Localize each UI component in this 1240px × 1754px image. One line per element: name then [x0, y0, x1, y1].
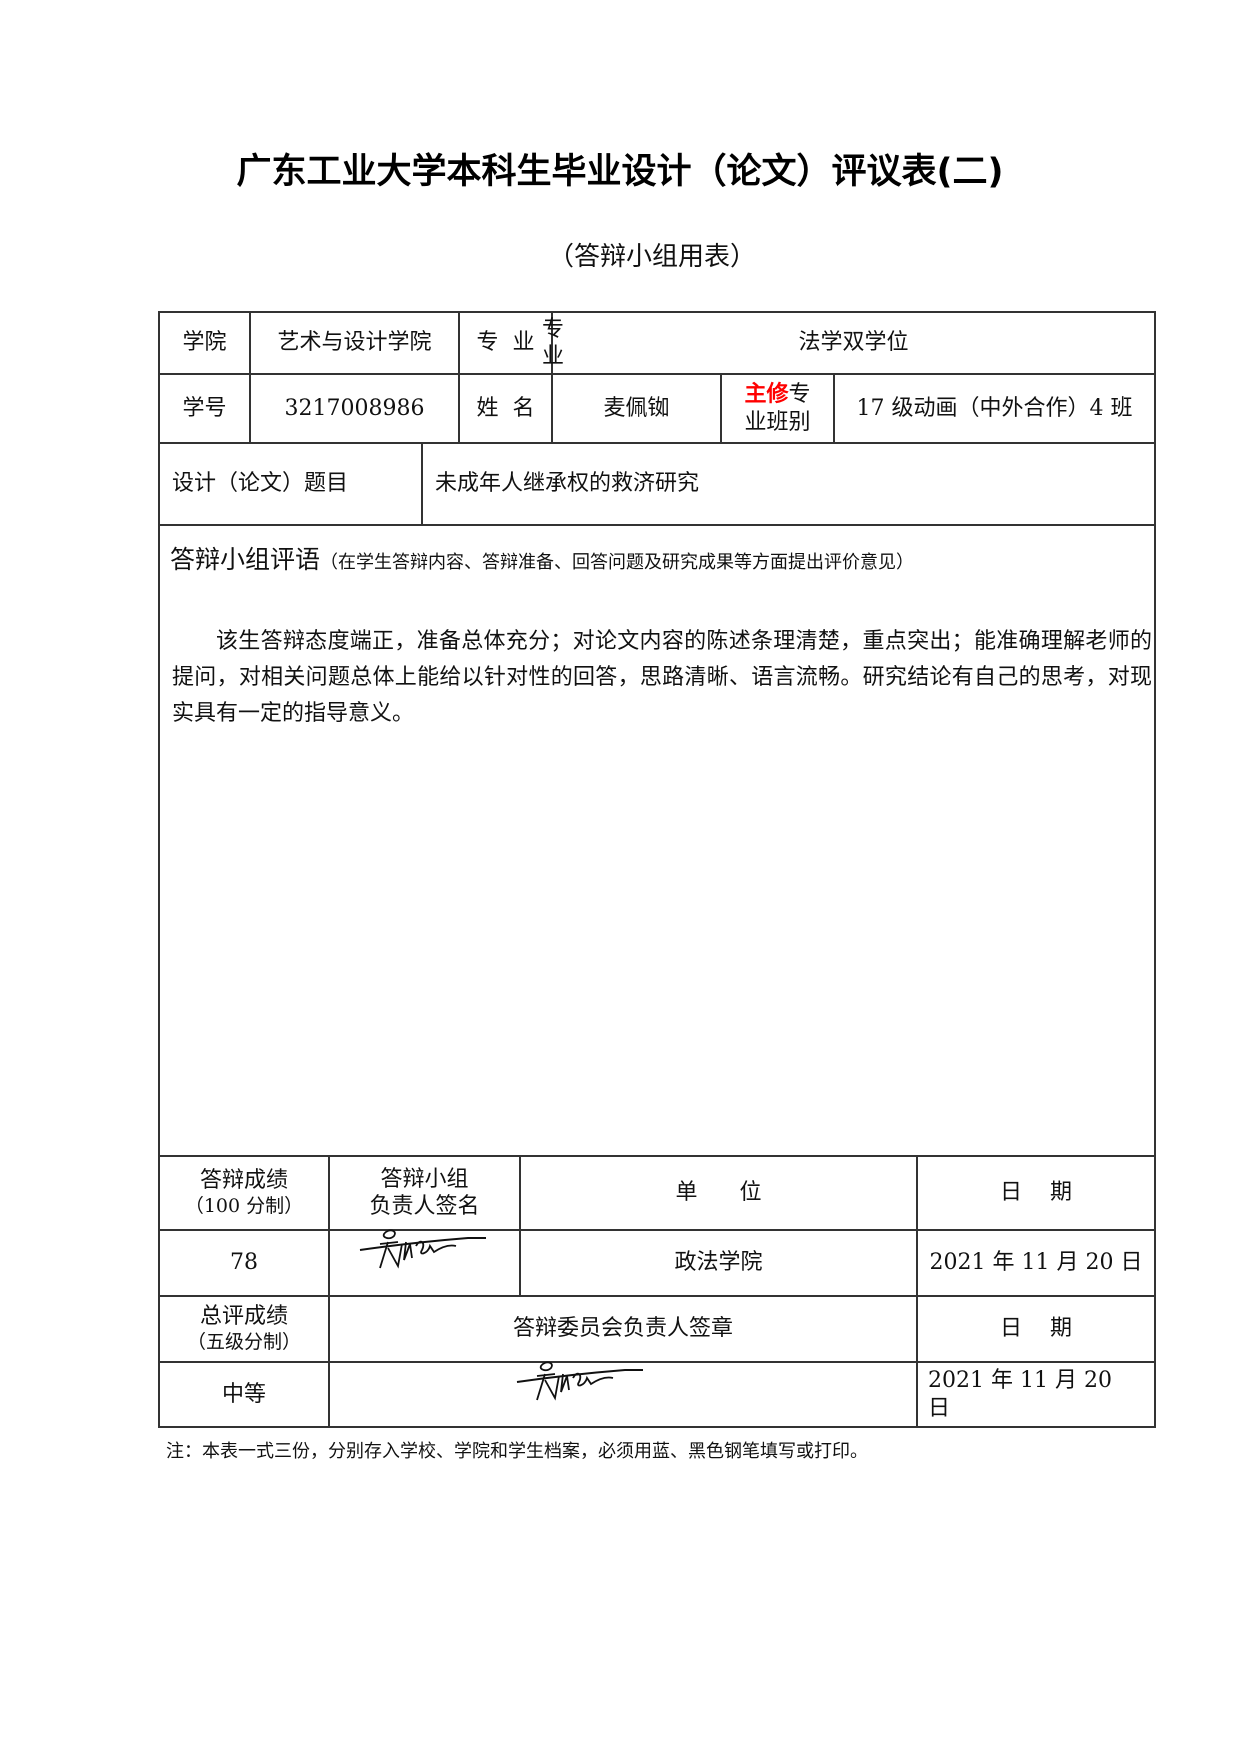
signer-label-line2: 负责人签名: [369, 1194, 480, 1219]
college-label: 学院: [182, 330, 227, 356]
class-label-rest: 专: [788, 382, 811, 407]
divider: [158, 442, 1156, 444]
date-label: 日 期: [1000, 1180, 1072, 1206]
class-label-line1: 主修专: [744, 381, 810, 409]
table-border-right: [1154, 311, 1156, 1428]
divider: [458, 311, 460, 444]
divider: [158, 1361, 1156, 1363]
divider: [158, 1155, 1156, 1157]
divider: [158, 524, 1156, 526]
divider: [158, 373, 1156, 375]
name-label: 姓 名: [476, 395, 535, 421]
committee-signature-icon: [515, 1360, 655, 1410]
signature-icon: [358, 1228, 498, 1278]
divider: [421, 442, 423, 526]
college-value: 艺术与设计学院: [277, 330, 432, 356]
signature-drawing: [359, 1229, 486, 1269]
divider: [328, 1155, 330, 1428]
divider: [916, 1155, 918, 1428]
defense-score-label-line1: 答辩成绩: [199, 1168, 288, 1194]
overall-date-value-line2: 日: [928, 1395, 951, 1421]
divider: [551, 311, 553, 444]
topic-value: 未成年人继承权的救济研究: [435, 471, 700, 497]
unit-value: 政法学院: [674, 1250, 763, 1276]
defense-score-label-line2: （100 分制）: [184, 1194, 304, 1217]
divider: [249, 311, 251, 444]
comments-hint: （在学生答辩内容、答辩准备、回答问题及研究成果等方面提出评价意见）: [320, 552, 915, 573]
overall-score-label-line1: 总评成绩: [199, 1304, 288, 1330]
overall-score-label: 总评成绩 （五级分制）: [160, 1297, 328, 1361]
topic-label: 设计（论文）题目: [172, 471, 349, 497]
major-highlight: 主修: [744, 382, 789, 407]
comments-title: 答辩小组评语: [170, 545, 321, 574]
date-value: 2021 年 11 月 20 日: [929, 1250, 1143, 1276]
class-label: 主修专 业班别: [722, 375, 833, 442]
comments-heading: 答辩小组评语（在学生答辩内容、答辩准备、回答问题及研究成果等方面提出评价意见）: [170, 540, 914, 576]
signer-label-line1: 答辩小组: [380, 1166, 469, 1192]
overall-grade-value: 中等: [221, 1381, 266, 1407]
overall-date-value: 2021 年 11 月 20 日: [918, 1363, 1154, 1426]
page-title: 广东工业大学本科生毕业设计（论文）评议表(二): [236, 152, 1004, 192]
page-subtitle: （答辩小组用表）: [548, 242, 757, 272]
table-border-left: [158, 311, 160, 1428]
overall-date-value-line1: 2021 年 11 月 20: [928, 1368, 1112, 1393]
unit-label: 单 位: [675, 1180, 762, 1206]
defense-score-value: 78: [230, 1250, 258, 1276]
divider: [158, 1295, 1156, 1297]
overall-score-label-line2: （五级分制）: [186, 1330, 301, 1353]
class-label-line2: 业班别: [744, 409, 811, 435]
defense-score-label: 答辩成绩 （100 分制）: [160, 1157, 328, 1229]
name-value: 麦佩铷: [603, 395, 670, 421]
footer-note: 注：本表一式三份，分别存入学校、学院和学生档案，必须用蓝、黑色钢笔填写或打印。: [166, 1441, 868, 1462]
table-border-top: [158, 311, 1156, 313]
signature-drawing: [516, 1361, 643, 1401]
signer-label: 答辩小组 负责人签名: [330, 1157, 519, 1229]
divider: [833, 373, 835, 444]
divider: [519, 1155, 521, 1297]
committee-label: 答辩委员会负责人签章: [512, 1316, 733, 1342]
comments-body: 该生答辩态度端正，准备总体充分；对论文内容的陈述条理清楚，重点突出；能准确理解老…: [172, 629, 1152, 726]
overall-date-label: 日 期: [1000, 1316, 1072, 1342]
table-border-bottom: [158, 1426, 1156, 1428]
student-id-label: 学号: [182, 395, 227, 421]
student-id-value: 3217008986: [284, 395, 425, 421]
major-label-text: 专 业: [476, 330, 535, 356]
divider: [158, 1229, 1156, 1231]
divider: [720, 373, 722, 444]
major-value: 法学双学位: [798, 330, 909, 356]
class-value: 17 级动画（中外合作）4 班: [856, 395, 1133, 421]
